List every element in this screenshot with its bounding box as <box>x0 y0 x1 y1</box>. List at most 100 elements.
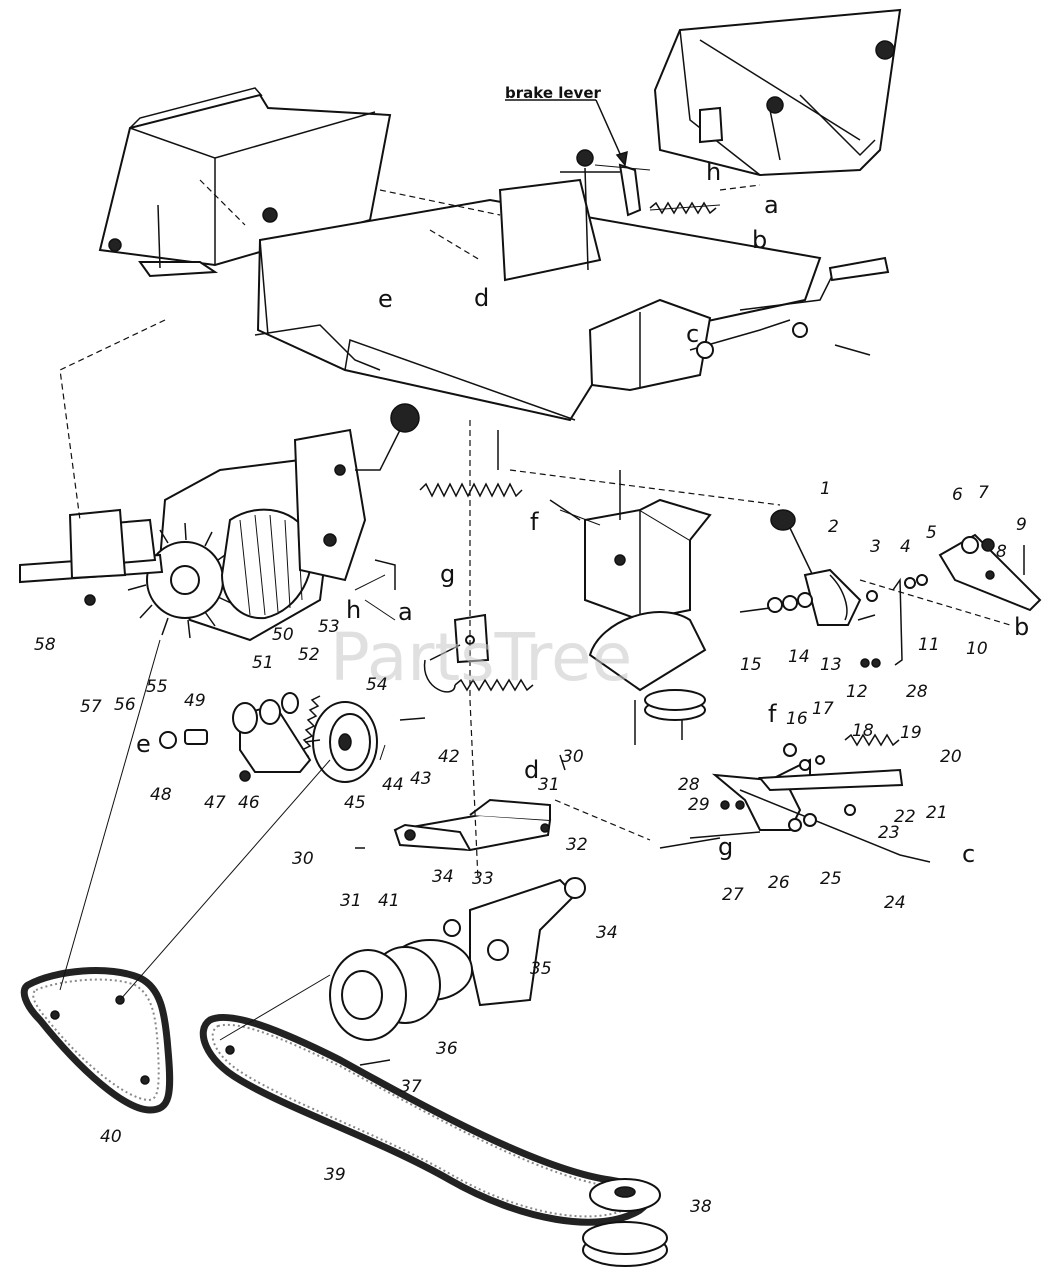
part-label: 26 <box>768 873 790 893</box>
part-label: 14 <box>788 647 810 667</box>
pulley-38 <box>582 1178 668 1267</box>
part-label: 7 <box>978 483 989 503</box>
part-label: 33 <box>472 869 494 889</box>
part-label: 31 <box>538 775 560 795</box>
letter-label: h <box>706 158 721 186</box>
part-label: 4 <box>900 537 911 557</box>
part-label: 30 <box>292 849 314 869</box>
brake-lever <box>560 149 721 271</box>
main-frame <box>254 178 822 422</box>
brake-lever-label: brake lever <box>505 84 601 102</box>
part-label: 38 <box>690 1197 712 1217</box>
part-label: 17 <box>812 699 834 719</box>
letter-label: f <box>768 700 777 728</box>
part-label: 23 <box>878 823 900 843</box>
part-label: 15 <box>740 655 762 675</box>
part-label: 39 <box>324 1165 346 1185</box>
part-label: 57 <box>80 697 102 717</box>
axle <box>19 508 164 606</box>
letter-label: b <box>752 226 767 254</box>
part-label: 43 <box>410 769 432 789</box>
pedal-rod <box>689 256 890 359</box>
part-label: 8 <box>996 542 1007 562</box>
part-label: 3 <box>870 537 881 557</box>
part-label: 45 <box>344 793 366 813</box>
lower-right-lever <box>659 743 931 863</box>
part-label: 31 <box>340 891 362 911</box>
part-label: 19 <box>900 723 922 743</box>
part-label: 1 <box>820 479 831 499</box>
part-label: 37 <box>400 1077 422 1097</box>
part-label: 52 <box>298 645 320 665</box>
part-label: 48 <box>150 785 172 805</box>
letter-reference-labels: a a b b c c d d e e f f g g h h <box>136 158 1029 868</box>
part-label: 35 <box>530 959 552 979</box>
letter-label: g <box>718 833 733 861</box>
clutch-pulley-36 <box>329 939 473 1066</box>
letter-label: e <box>378 285 393 313</box>
part-label: 46 <box>238 793 260 813</box>
part-number-labels: 1 2 3 4 5 6 7 8 9 10 11 12 13 14 15 16 1… <box>34 479 1027 1217</box>
part-label: 25 <box>820 869 842 889</box>
reference-lines <box>59 164 1011 1041</box>
part-label: 34 <box>596 923 618 943</box>
letter-label: a <box>764 191 779 219</box>
belt-39 <box>199 1013 652 1226</box>
part-label: 55 <box>146 677 168 697</box>
letter-label: h <box>346 596 361 624</box>
bracket-35 <box>443 877 586 1007</box>
part-label: 29 <box>688 795 710 815</box>
letter-label: b <box>1014 613 1029 641</box>
part-label: 24 <box>884 893 906 913</box>
part-label: 20 <box>940 747 962 767</box>
part-label: 50 <box>272 625 294 645</box>
springs <box>299 201 900 761</box>
bracket-42 <box>393 798 552 852</box>
hood-pedal-assembly <box>653 8 902 177</box>
belt-40 <box>20 967 174 1114</box>
part-label: 2 <box>828 517 839 537</box>
watermark: PartsTree <box>330 619 632 696</box>
idler-arm <box>159 692 312 782</box>
letter-label: c <box>686 320 699 348</box>
part-label: 22 <box>894 807 916 827</box>
part-label: 54 <box>366 675 388 695</box>
part-label: 40 <box>100 1127 122 1147</box>
part-label: 28 <box>678 775 700 795</box>
part-label: 49 <box>184 691 206 711</box>
letter-label: g <box>440 560 455 588</box>
part-label: 44 <box>382 775 404 795</box>
connecting-rods <box>355 430 636 849</box>
letter-label: f <box>530 508 539 536</box>
shift-lever-assembly <box>739 509 1042 668</box>
part-label: 27 <box>722 885 744 905</box>
part-label: 41 <box>378 891 400 911</box>
letter-label: c <box>962 840 975 868</box>
brake-lever-callout: brake lever <box>505 84 628 167</box>
part-label: 58 <box>34 635 56 655</box>
part-label: 28 <box>906 682 928 702</box>
part-label: 9 <box>1016 515 1027 535</box>
part-label: 13 <box>820 655 842 675</box>
part-label: 42 <box>438 747 460 767</box>
part-label: 12 <box>846 682 868 702</box>
part-label: 21 <box>926 803 948 823</box>
part-label: 53 <box>318 617 340 637</box>
idler-pulley-45 <box>304 701 378 783</box>
part-label: 30 <box>562 747 584 767</box>
part-label: 51 <box>252 653 274 673</box>
transmission <box>127 403 420 642</box>
part-label: 47 <box>204 793 226 813</box>
part-label: 32 <box>566 835 588 855</box>
letter-label: e <box>136 730 151 758</box>
part-label: 34 <box>432 867 454 887</box>
part-label: 5 <box>926 523 937 543</box>
part-label: 16 <box>786 709 808 729</box>
letter-label: a <box>398 598 413 626</box>
letter-label: d <box>524 756 539 784</box>
part-label: 6 <box>952 485 963 505</box>
part-label: 11 <box>918 635 940 655</box>
seat-bracket-assembly <box>98 87 392 278</box>
part-label: 56 <box>114 695 136 715</box>
